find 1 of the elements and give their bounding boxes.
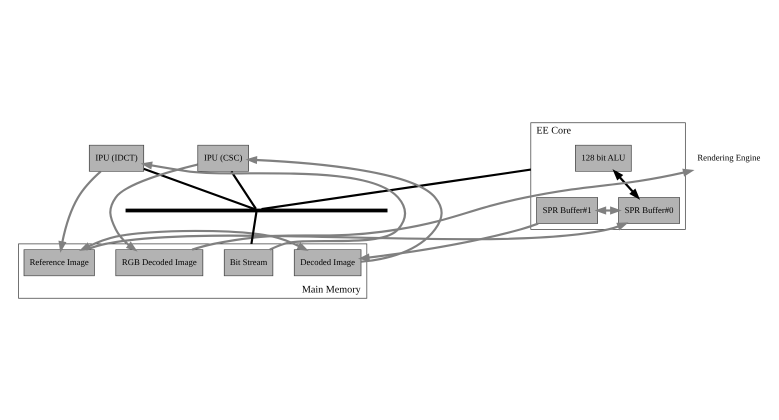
node-text: Rendering Engine <box>697 152 760 162</box>
